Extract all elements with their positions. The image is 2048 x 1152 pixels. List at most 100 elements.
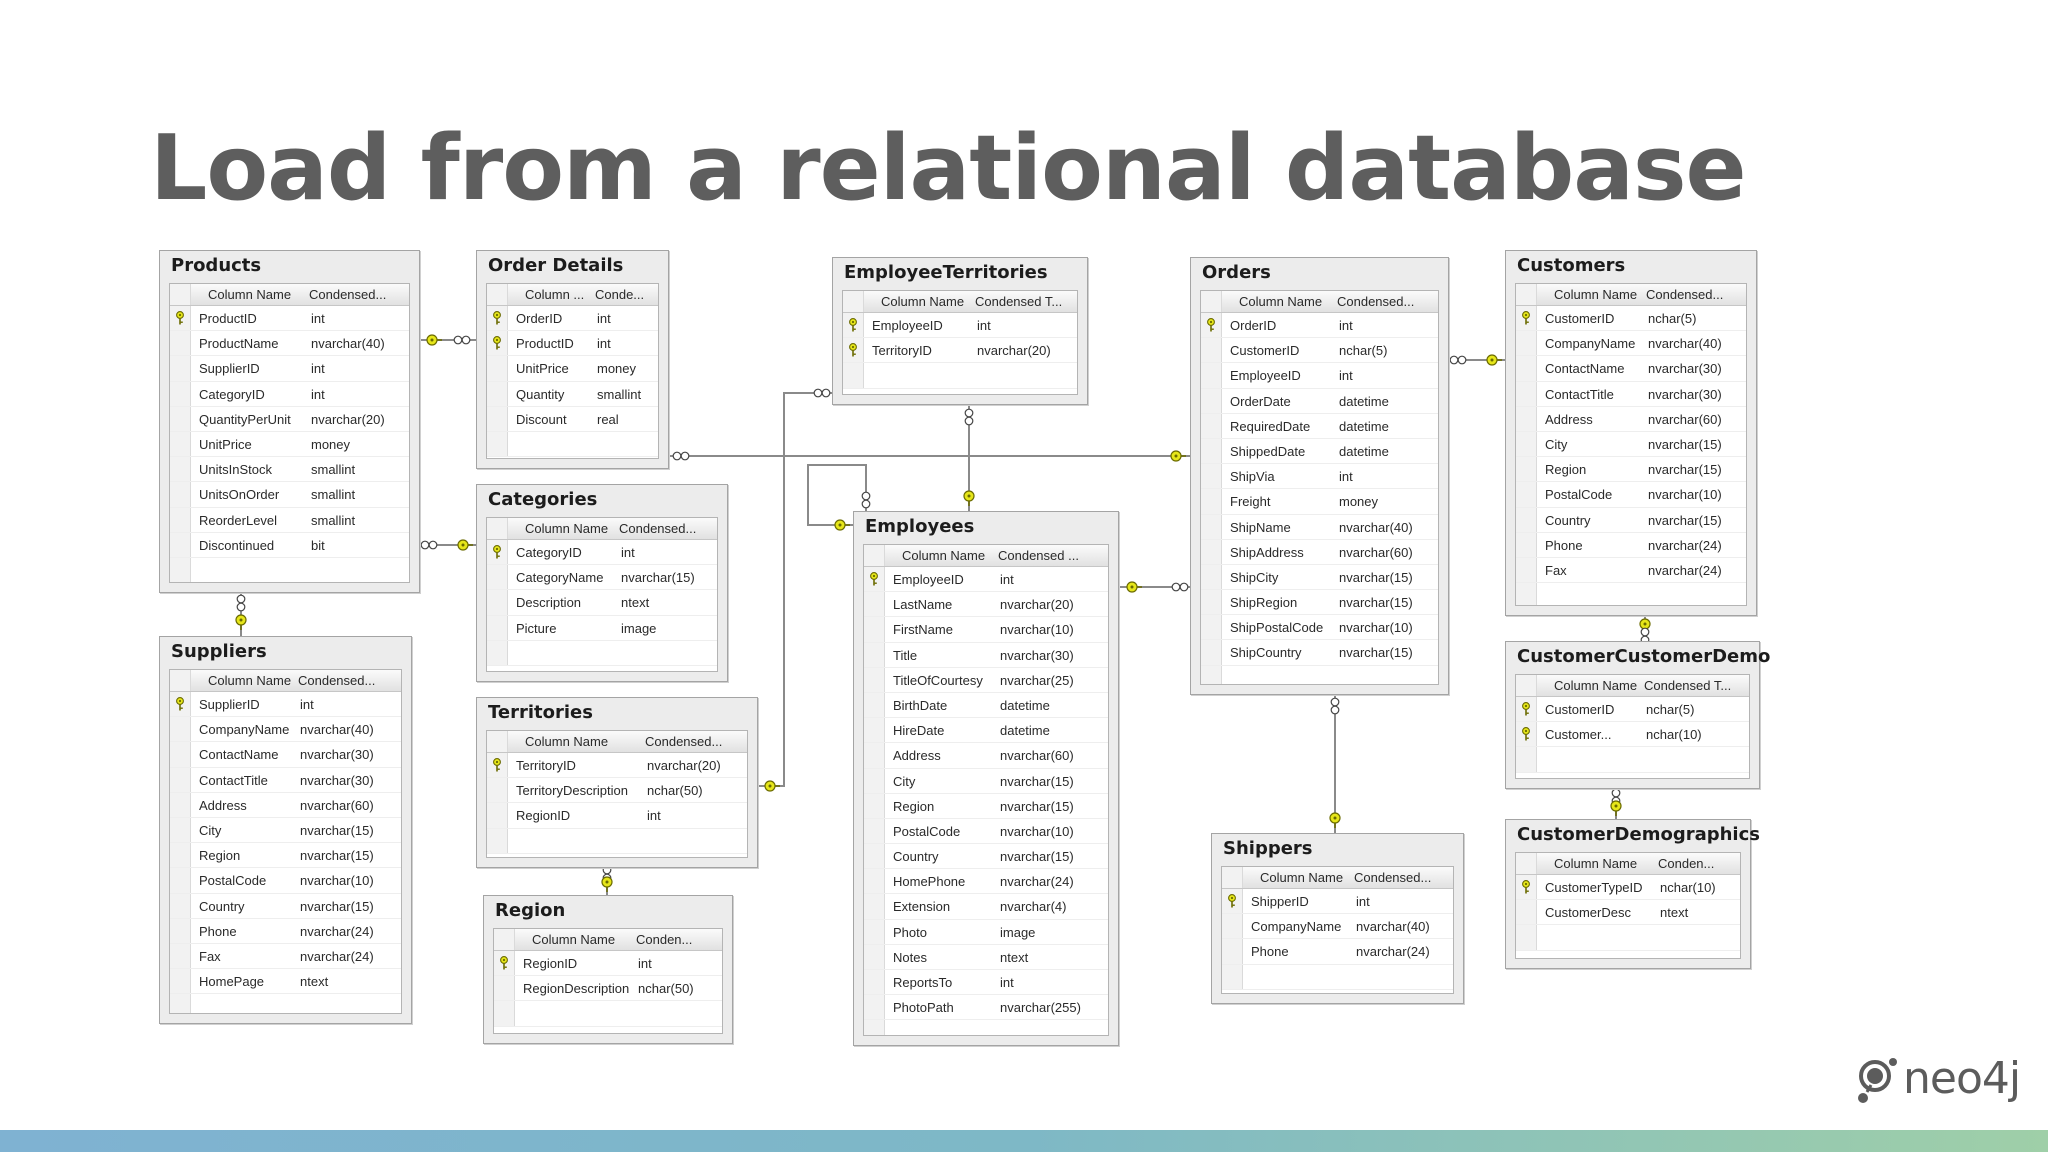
header-column-name[interactable]: Column Name (1239, 294, 1323, 309)
row-selector[interactable] (170, 532, 191, 557)
header-column-name[interactable]: Column Name (1260, 870, 1344, 885)
row-selector[interactable] (1516, 747, 1537, 772)
row-selector[interactable] (1516, 532, 1537, 557)
empty-row[interactable] (487, 640, 717, 666)
row-selector[interactable] (170, 356, 191, 381)
row-selector[interactable] (487, 406, 508, 431)
row-selector[interactable] (864, 995, 885, 1020)
row-selector[interactable] (1201, 464, 1222, 489)
empty-row[interactable] (864, 1020, 1108, 1035)
row-selector[interactable] (1201, 665, 1222, 684)
row-selector[interactable] (1222, 914, 1243, 939)
header-condensed-type[interactable]: Condensed... (1337, 294, 1415, 309)
header-column-name[interactable]: Column Name (1554, 287, 1638, 302)
empty-row[interactable] (494, 1001, 722, 1027)
row-selector[interactable] (494, 1001, 515, 1026)
row-selector[interactable] (1201, 564, 1222, 590)
row-selector[interactable] (170, 792, 191, 817)
row-selector[interactable] (170, 457, 191, 482)
row-selector[interactable] (170, 994, 191, 1013)
row-selector[interactable] (1201, 489, 1222, 514)
row-selector[interactable] (864, 793, 885, 818)
row-selector[interactable] (170, 717, 191, 742)
row-selector[interactable] (864, 718, 885, 743)
row-selector[interactable] (1516, 557, 1537, 583)
header-condensed-type[interactable]: Condensed... (619, 521, 697, 536)
header-column-name[interactable]: Column Name (525, 521, 609, 536)
column-row[interactable]: Customer...nchar(10) (1516, 722, 1749, 748)
row-selector[interactable] (170, 331, 191, 356)
header-condensed-type[interactable]: Condensed T... (975, 294, 1063, 309)
row-selector[interactable] (170, 557, 191, 582)
empty-row[interactable] (1516, 583, 1746, 605)
row-selector[interactable] (1201, 388, 1222, 413)
header-condensed-type[interactable]: Condensed... (645, 734, 723, 749)
row-selector[interactable] (487, 778, 508, 803)
row-selector[interactable] (864, 667, 885, 692)
row-selector[interactable] (1201, 539, 1222, 564)
row-selector[interactable] (1201, 338, 1222, 363)
row-selector[interactable] (864, 919, 885, 944)
row-selector[interactable] (487, 356, 508, 381)
row-selector[interactable] (487, 590, 508, 615)
empty-row[interactable] (487, 828, 747, 854)
row-selector[interactable] (1201, 590, 1222, 615)
empty-row[interactable] (1516, 925, 1740, 951)
row-selector[interactable] (170, 868, 191, 893)
empty-row[interactable] (1201, 665, 1438, 684)
header-column-name[interactable]: Column Name (208, 673, 292, 688)
header-condensed-type[interactable]: Conde... (595, 287, 645, 302)
row-selector[interactable] (487, 803, 508, 828)
row-selector[interactable] (487, 565, 508, 590)
row-selector[interactable] (864, 944, 885, 969)
row-selector[interactable] (1516, 431, 1537, 457)
